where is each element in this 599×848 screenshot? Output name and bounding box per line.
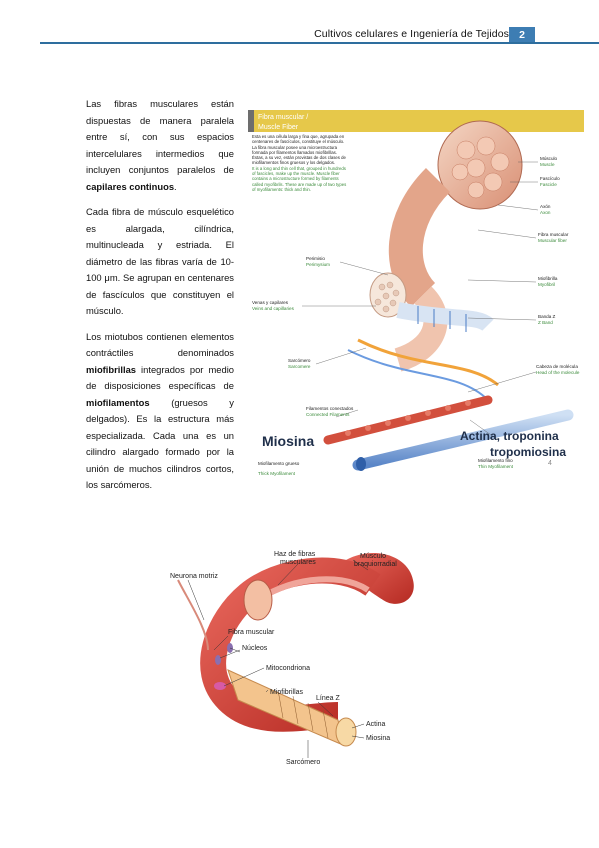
connected-filaments xyxy=(357,338,499,387)
thin-filament-end xyxy=(356,457,366,471)
overlay-miosina: Miosina xyxy=(262,433,314,449)
label-grueso-es: Miofilamento grueso xyxy=(258,461,300,466)
label-banda-es: Banda Z xyxy=(538,314,556,319)
label-fino-es: Miofilamento fino xyxy=(478,458,513,463)
label-perimisio: Perimisio xyxy=(306,256,325,261)
p1-bold: capilares continuos xyxy=(86,180,175,192)
fascicle-bundles xyxy=(451,136,510,199)
label-myofibril: Myofibril xyxy=(538,282,555,287)
fascicle-tube xyxy=(388,167,451,308)
p1-end: . xyxy=(174,180,177,192)
overlay-tropomiosina: tropomiosina xyxy=(490,445,566,459)
label-fibra-muscular: Fibra muscular xyxy=(228,629,275,636)
body-text-column: Las fibras musculares están dispuestas d… xyxy=(86,96,234,503)
overlay-actina: Actina, troponina xyxy=(460,429,559,443)
figure-title-es: Fibra muscular / xyxy=(258,114,308,121)
label-actina: Actina xyxy=(366,721,386,728)
paragraph-3: Los miotubos contienen elementos contrác… xyxy=(86,329,234,494)
label-banda-en: Z Band xyxy=(538,320,553,325)
figure-title-marker xyxy=(248,110,254,132)
muscle-anatomy-figure: Haz de fibras musculares Músculo braquio… xyxy=(168,540,433,767)
label-neurona-motriz: Neurona motriz xyxy=(170,573,218,580)
label-braquio-2: braquiorradial xyxy=(354,561,397,568)
myofibril-end xyxy=(335,717,357,747)
thin-myofilament-rod xyxy=(352,409,574,471)
p3-text-d: (gruesos y delgados). Es la estructura m… xyxy=(86,396,234,491)
intro-es: Esta es una célula larga y fina que, agr… xyxy=(252,134,346,166)
label-cabeza-es: Cabeza de molécula xyxy=(536,364,578,369)
myofibril-tube xyxy=(396,302,494,332)
label-miofibrilla: Miofibrilla xyxy=(538,276,558,281)
label-miosina: Miosina xyxy=(366,735,390,742)
figure2-leader-lines xyxy=(187,559,369,758)
figure-title-en: Muscle Fiber xyxy=(258,124,299,131)
label-haz-fibras: Haz de fibras xyxy=(274,551,316,558)
label-muscle: Muscle xyxy=(540,162,555,167)
figure1-labels: Músculo Muscle Fascículo Fascicle Axón A… xyxy=(252,156,580,476)
label-mitocondriona: Mitocondriona xyxy=(266,665,310,672)
fiber-tube xyxy=(394,286,448,372)
label-axon-en: Axon xyxy=(540,210,551,215)
label-miofibrillas: Miofibrillas xyxy=(270,689,304,696)
header-title: Cultivos celulares e Ingeniería de Tejid… xyxy=(314,28,509,40)
label-sarcomero: Sarcómero xyxy=(288,358,311,363)
label-haz-fibras-2: musculares xyxy=(280,559,316,566)
p3-bold-miofilamentos: miofilamentos xyxy=(86,396,150,408)
label-fino-en: Thin Myofilament xyxy=(478,464,514,469)
figure2-labels: Haz de fibras musculares Músculo braquio… xyxy=(170,551,397,766)
intro-text-block: Esta es una célula larga y fina que, agr… xyxy=(252,134,347,192)
label-sarcomere: Sarcomere xyxy=(288,364,311,369)
muscle-fiber-illustration: Fibra muscular / Muscle Fiber Esta es un… xyxy=(248,110,584,476)
myosin-heads xyxy=(345,400,471,436)
p3-bold-miofibrillas: miofibrillas xyxy=(86,363,137,375)
muscle-anatomy-illustration: Haz de fibras musculares Músculo braquio… xyxy=(170,551,414,766)
label-cabeza-en: Head of the molecule xyxy=(536,370,580,375)
header-rule xyxy=(40,42,599,44)
thin-filaments-line xyxy=(347,349,489,401)
label-venas-en: Veins and capillaries xyxy=(252,306,295,311)
label-fasciculo: Fascículo xyxy=(540,176,560,181)
label-musculo: Músculo xyxy=(540,156,558,161)
paragraph-1: Las fibras musculares están dispuestas d… xyxy=(86,96,234,195)
label-grueso-en: Thick Myofilament xyxy=(258,471,296,476)
label-conectados-en: Connected Filaments xyxy=(306,412,350,417)
label-nucleos: Núcleos xyxy=(242,645,268,652)
leader-lines xyxy=(302,161,539,441)
label-axon-es: Axón xyxy=(540,204,551,209)
label-sarcomero: Sarcómero xyxy=(286,759,320,766)
mitochondria xyxy=(214,682,226,690)
myofibril-dots xyxy=(374,281,400,313)
paragraph-2: Cada fibra de músculo esquelético es ala… xyxy=(86,206,234,316)
z-band-lines xyxy=(417,306,467,332)
p3-text-a: Los miotubos contienen elementos contrác… xyxy=(86,330,234,359)
motor-neuron xyxy=(177,579,209,651)
label-braquio: Músculo xyxy=(360,553,386,560)
p1-text: Las fibras musculares están dispuestas d… xyxy=(86,98,234,175)
label-fibra-es: Fibra muscular xyxy=(538,232,569,237)
p3-text-c: integrados por medio de disposiciones es… xyxy=(86,363,234,392)
label-conectados-es: Filamentos conectados xyxy=(306,406,354,411)
label-fascicle: Fascicle xyxy=(540,182,557,187)
label-fibra-en: Muscular fiber xyxy=(538,238,567,243)
label-perimysium: Perimysium xyxy=(306,262,330,267)
muscle-fiber-figure: Fibra muscular / Muscle Fiber Esta es un… xyxy=(248,110,584,482)
figure-number: 4 xyxy=(548,460,552,467)
intro-en: It is a long and thin cell that, grouped… xyxy=(252,165,347,192)
page-number-badge: 2 xyxy=(509,27,535,44)
page-header: Cultivos celulares e Ingeniería de Tejid… xyxy=(0,0,599,44)
bundle-cross-section xyxy=(243,579,273,621)
sarcomere-striations xyxy=(277,689,329,739)
label-linea-z: Línea Z xyxy=(316,695,340,702)
label-venas-es: Venas y capilares xyxy=(252,300,289,305)
